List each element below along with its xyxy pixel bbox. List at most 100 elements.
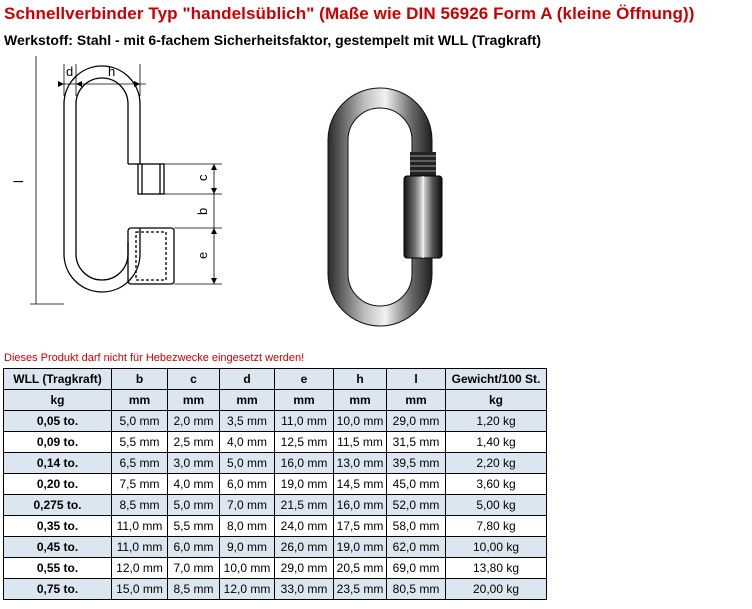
table-cell: 17,5 mm xyxy=(333,515,387,537)
table-cell: 29,0 mm xyxy=(274,557,334,579)
table-cell: 13,0 mm xyxy=(333,452,387,474)
table-cell: 6,5 mm xyxy=(111,452,168,474)
table-cell: 13,80 kg xyxy=(445,557,547,579)
table-cell: 69,0 mm xyxy=(386,557,446,579)
table-header-row: WLL (Tragkraft) b c d e h l Gewicht/100 … xyxy=(3,368,547,390)
header-d: d xyxy=(219,368,275,390)
dim-l-label: l xyxy=(11,180,26,183)
table-cell: 10,0 mm xyxy=(219,557,275,579)
table-cell: 8,5 mm xyxy=(167,578,220,600)
table-cell: 52,0 mm xyxy=(386,494,446,516)
product-photo xyxy=(327,87,443,327)
table-cell: 11,0 mm xyxy=(274,410,334,432)
table-cell: 12,0 mm xyxy=(111,557,168,579)
units-row: kg mm mm mm mm mm mm kg xyxy=(3,389,547,411)
table-cell: 21,5 mm xyxy=(274,494,334,516)
table-cell: 6,0 mm xyxy=(167,536,220,558)
table-cell: 14,5 mm xyxy=(333,473,387,495)
table-cell: 1,40 kg xyxy=(445,431,547,453)
table-cell: 0,75 to. xyxy=(3,578,112,600)
table-cell: 0,35 to. xyxy=(3,515,112,537)
table-cell: 10,0 mm xyxy=(333,410,387,432)
table-cell: 33,0 mm xyxy=(274,578,334,600)
table-cell: 8,5 mm xyxy=(111,494,168,516)
table-cell: 2,0 mm xyxy=(167,410,220,432)
table-cell: 10,00 kg xyxy=(445,536,547,558)
warning-notice: Dieses Produkt darf nicht für Hebezwecke… xyxy=(4,352,305,364)
table-cell: 0,45 to. xyxy=(3,536,112,558)
table-cell: 3,0 mm xyxy=(167,452,220,474)
unit-cell: kg xyxy=(3,389,112,411)
table-cell: 20,00 kg xyxy=(445,578,547,600)
table-cell: 7,80 kg xyxy=(445,515,547,537)
table-cell: 11,5 mm xyxy=(333,431,387,453)
table-cell: 12,5 mm xyxy=(274,431,334,453)
table-cell: 3,5 mm xyxy=(219,410,275,432)
table-cell: 5,00 kg xyxy=(445,494,547,516)
unit-cell: mm xyxy=(167,389,220,411)
material-subtitle: Werkstoff: Stahl - mit 6-fachem Sicherhe… xyxy=(4,32,542,48)
header-l: l xyxy=(386,368,446,390)
table-cell: 5,0 mm xyxy=(111,410,168,432)
table-cell: 12,0 mm xyxy=(219,578,275,600)
table-cell: 0,09 to. xyxy=(3,431,112,453)
table-cell: 0,55 to. xyxy=(3,557,112,579)
table-cell: 2,20 kg xyxy=(445,452,547,474)
table-cell: 26,0 mm xyxy=(274,536,334,558)
table-cell: 31,5 mm xyxy=(386,431,446,453)
table-cell: 29,0 mm xyxy=(386,410,446,432)
table-row: 0,275 to. 8,5 mm 5,0 mm 7,0 mm 21,5 mm 1… xyxy=(3,494,547,516)
table-cell: 0,14 to. xyxy=(3,452,112,474)
header-weight: Gewicht/100 St. xyxy=(445,368,547,390)
unit-cell: mm xyxy=(333,389,387,411)
table-cell: 19,0 mm xyxy=(333,536,387,558)
table-cell: 11,0 mm xyxy=(111,515,168,537)
table-cell: 7,0 mm xyxy=(219,494,275,516)
table-cell: 5,0 mm xyxy=(219,452,275,474)
technical-drawing: d h c b e l xyxy=(11,56,222,305)
table-cell: 4,0 mm xyxy=(167,473,220,495)
table-cell: 6,0 mm xyxy=(219,473,275,495)
table-row: 0,75 to. 15,0 mm 8,5 mm 12,0 mm 33,0 mm … xyxy=(3,578,547,600)
unit-cell: mm xyxy=(219,389,275,411)
table-cell: 7,0 mm xyxy=(167,557,220,579)
table-cell: 45,0 mm xyxy=(386,473,446,495)
page-title: Schnellverbinder Typ "handelsüblich" (Ma… xyxy=(4,4,695,23)
table-row: 0,20 to. 7,5 mm 4,0 mm 6,0 mm 19,0 mm 14… xyxy=(3,473,547,495)
unit-cell: mm xyxy=(386,389,446,411)
spec-table: WLL (Tragkraft) b c d e h l Gewicht/100 … xyxy=(3,368,547,600)
table-cell: 15,0 mm xyxy=(111,578,168,600)
table-cell: 1,20 kg xyxy=(445,410,547,432)
table-cell: 80,5 mm xyxy=(386,578,446,600)
table-cell: 2,5 mm xyxy=(167,431,220,453)
dim-h-label: h xyxy=(108,64,115,79)
table-cell: 19,0 mm xyxy=(274,473,334,495)
table-cell: 5,5 mm xyxy=(111,431,168,453)
unit-cell: mm xyxy=(111,389,168,411)
header-b: b xyxy=(111,368,168,390)
table-cell: 4,0 mm xyxy=(219,431,275,453)
table-cell: 24,0 mm xyxy=(274,515,334,537)
table-cell: 20,5 mm xyxy=(333,557,387,579)
unit-cell: mm xyxy=(274,389,334,411)
table-cell: 9,0 mm xyxy=(219,536,275,558)
table-cell: 3,60 kg xyxy=(445,473,547,495)
header-e: e xyxy=(274,368,334,390)
table-row: 0,05 to. 5,0 mm 2,0 mm 3,5 mm 11,0 mm 10… xyxy=(3,410,547,432)
table-cell: 5,5 mm xyxy=(167,515,220,537)
dim-d-label: d xyxy=(66,64,73,79)
table-cell: 0,05 to. xyxy=(3,410,112,432)
table-cell: 62,0 mm xyxy=(386,536,446,558)
header-h: h xyxy=(333,368,387,390)
table-cell: 23,5 mm xyxy=(333,578,387,600)
table-row: 0,14 to. 6,5 mm 3,0 mm 5,0 mm 16,0 mm 13… xyxy=(3,452,547,474)
dim-c-label: c xyxy=(195,174,210,181)
unit-cell: kg xyxy=(445,389,547,411)
dim-e-label: e xyxy=(195,252,210,259)
table-row: 0,55 to. 12,0 mm 7,0 mm 10,0 mm 29,0 mm … xyxy=(3,557,547,579)
table-cell: 11,0 mm xyxy=(111,536,168,558)
header-c: c xyxy=(167,368,220,390)
table-cell: 5,0 mm xyxy=(167,494,220,516)
table-row: 0,45 to. 11,0 mm 6,0 mm 9,0 mm 26,0 mm 1… xyxy=(3,536,547,558)
table-cell: 39,5 mm xyxy=(386,452,446,474)
